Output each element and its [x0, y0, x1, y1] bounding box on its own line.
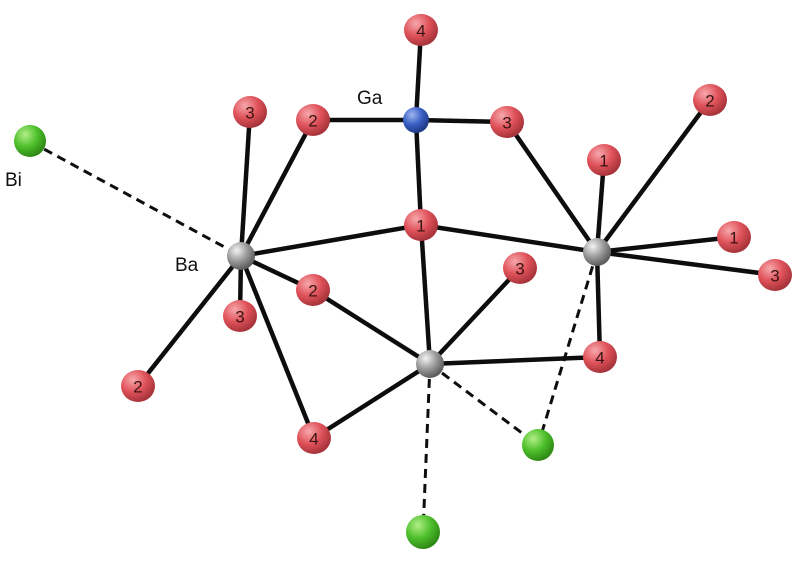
barium-atom-center — [416, 350, 444, 378]
bond-bacenter-o4-right — [427, 354, 603, 367]
bond-baright-o3 — [504, 119, 600, 255]
oxygen-sphere — [296, 104, 330, 136]
oxygen-sphere — [503, 252, 537, 284]
oxygen-atom-right-4: 4 — [583, 341, 617, 373]
bond-baright-o3-far — [594, 249, 778, 278]
oxygen-sphere — [297, 422, 331, 454]
oxygen-sphere — [121, 370, 155, 402]
oxygen-site-label: 4 — [416, 22, 425, 41]
oxygen-site-label: 3 — [515, 260, 524, 279]
bismuth-atom-bottom — [406, 515, 440, 549]
oxygen-atom-bottom-4: 4 — [297, 422, 331, 454]
oxygen-site-label: 4 — [595, 349, 604, 368]
oxygen-sphere — [587, 144, 621, 176]
ga-label: Ga — [357, 88, 383, 109]
oxygen-atoms: 4 3 2 3 2 1 1 1 3 3 2 3 2 4 4 — [121, 14, 792, 454]
contact-bacenter-bi-lower — [429, 362, 539, 447]
oxygen-site-label: 1 — [729, 229, 738, 248]
oxygen-site-label: 3 — [245, 104, 254, 123]
bond-baleft-o1 — [238, 222, 424, 259]
bond-baright-o4 — [594, 249, 603, 360]
oxygen-sphere — [583, 341, 617, 373]
oxygen-atom-mid-2: 2 — [296, 274, 330, 306]
bond-bacenter-o2 — [310, 287, 433, 367]
bismuth-atom-left — [14, 125, 46, 157]
oxygen-atom-mid-3: 3 — [503, 252, 537, 284]
oxygen-atom-far-right-3: 3 — [758, 259, 792, 291]
oxygen-site-label: 3 — [770, 267, 779, 286]
bonds — [135, 27, 778, 441]
oxygen-site-label: 2 — [133, 378, 142, 397]
oxygen-atom-right-3: 3 — [490, 106, 524, 138]
oxygen-sphere — [490, 106, 524, 138]
bond-bacenter-o3 — [427, 265, 523, 367]
bond-baleft-o2 — [238, 117, 316, 259]
contact-bacenter-bi-bottom — [421, 363, 432, 533]
oxygen-sphere — [693, 84, 727, 116]
oxygen-atom-far-left-2: 2 — [121, 370, 155, 402]
contact-baright-bi-lower — [536, 251, 599, 446]
ba-label: Ba — [175, 255, 199, 276]
oxygen-atom-left-lower-3: 3 — [223, 300, 257, 332]
bond-baleft-o2-far — [135, 253, 244, 389]
barium-atom-left — [227, 242, 255, 270]
contact-bi-left-ba — [30, 140, 242, 258]
oxygen-sphere — [717, 221, 751, 253]
oxygen-atom-left-2: 2 — [296, 104, 330, 136]
bismuth-atom-lower-right — [522, 429, 554, 461]
oxygen-site-label: 1 — [416, 217, 425, 236]
oxygen-atom-center-1: 1 — [404, 209, 438, 241]
oxygen-sphere — [233, 96, 267, 128]
oxygen-site-label: 1 — [599, 152, 608, 171]
oxygen-sphere — [404, 209, 438, 241]
oxygen-site-label: 2 — [308, 112, 317, 131]
bond-baright-o1-lower — [594, 234, 737, 255]
oxygen-atom-left-3: 3 — [233, 96, 267, 128]
barium-atom-right — [583, 238, 611, 266]
oxygen-sphere — [404, 14, 438, 46]
bi-label: Bi — [5, 170, 22, 191]
bi-contacts — [30, 140, 599, 533]
bond-baright-o1-center — [418, 222, 600, 255]
oxygen-site-label: 3 — [235, 308, 244, 327]
bond-bacenter-o4-bottom — [311, 361, 433, 441]
bond-ga-o1 — [413, 117, 424, 228]
bond-baleft-o4-bottom — [238, 253, 317, 441]
gallium-atom — [403, 107, 429, 133]
bond-baleft-o3 — [238, 109, 253, 259]
oxygen-site-label: 3 — [502, 114, 511, 133]
oxygen-sphere — [223, 300, 257, 332]
oxygen-site-label: 2 — [705, 92, 714, 111]
oxygen-site-label: 2 — [308, 282, 317, 301]
bond-bacenter-o1 — [418, 222, 433, 367]
bond-baright-o2 — [594, 97, 713, 255]
oxygen-atom-top: 4 — [404, 14, 438, 46]
oxygen-site-label: 4 — [309, 430, 318, 449]
oxygen-atom-far-right-2: 2 — [693, 84, 727, 116]
oxygen-sphere — [758, 259, 792, 291]
oxygen-atom-right-1-upper: 1 — [587, 144, 621, 176]
oxygen-sphere — [296, 274, 330, 306]
oxygen-atom-right-1-lower: 1 — [717, 221, 751, 253]
